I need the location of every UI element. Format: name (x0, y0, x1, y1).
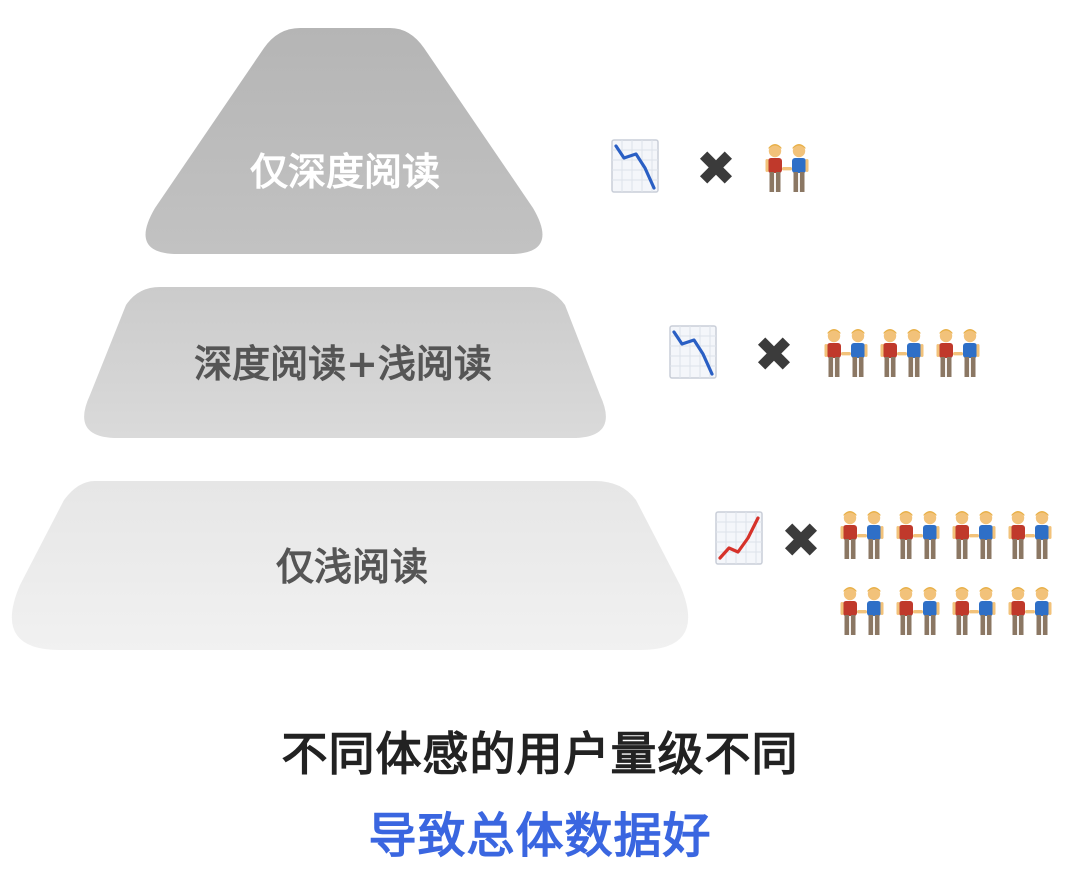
two-men-holding-hands-icon (1009, 511, 1052, 559)
two-men-holding-hands-icon (953, 587, 996, 635)
pyramid-tier-2: 深度阅读+浅阅读 (84, 287, 606, 438)
tier-1-shape (145, 28, 543, 254)
tier-1-equation: ✖ (610, 138, 809, 197)
tier-2-shape (84, 287, 606, 438)
user-pairs-row-2 (825, 329, 980, 377)
tier-2-label: 深度阅读+浅阅读 (194, 342, 492, 386)
two-men-holding-hands-icon (897, 587, 940, 635)
user-pairs-row-1 (766, 144, 809, 192)
pyramid-tier-1: 仅深度阅读 (145, 28, 543, 254)
two-men-holding-hands-icon (841, 587, 884, 635)
two-men-holding-hands-icon (841, 511, 884, 559)
multiply-icon: ✖ (754, 327, 794, 383)
two-men-holding-hands-icon (825, 329, 868, 377)
multiply-icon: ✖ (781, 513, 821, 569)
chart-decreasing-icon (668, 324, 718, 380)
multiply-icon: ✖ (696, 141, 736, 197)
two-men-holding-hands-icon (881, 329, 924, 377)
tier-3-label: 仅浅阅读 (276, 545, 428, 589)
tier-1-label: 仅深度阅读 (250, 150, 440, 194)
tier-2-equation: ✖ (668, 324, 980, 383)
two-men-holding-hands-icon (937, 329, 980, 377)
pyramid-tier-3: 仅浅阅读 (11, 481, 689, 650)
two-men-holding-hands-icon (1009, 587, 1052, 635)
tier-3-shape (11, 481, 689, 650)
user-pairs-row-3 (841, 511, 1052, 635)
two-men-holding-hands-icon (897, 511, 940, 559)
two-men-holding-hands-icon (953, 511, 996, 559)
chart-decreasing-icon (610, 138, 660, 194)
two-men-holding-hands-icon (766, 144, 809, 192)
caption-line-2: 导致总体数据好 (368, 808, 712, 864)
chart-increasing-icon (714, 510, 764, 566)
caption-line-1: 不同体感的用户量级不同 (281, 727, 799, 781)
tier-3-equation: ✖ (714, 510, 1052, 635)
